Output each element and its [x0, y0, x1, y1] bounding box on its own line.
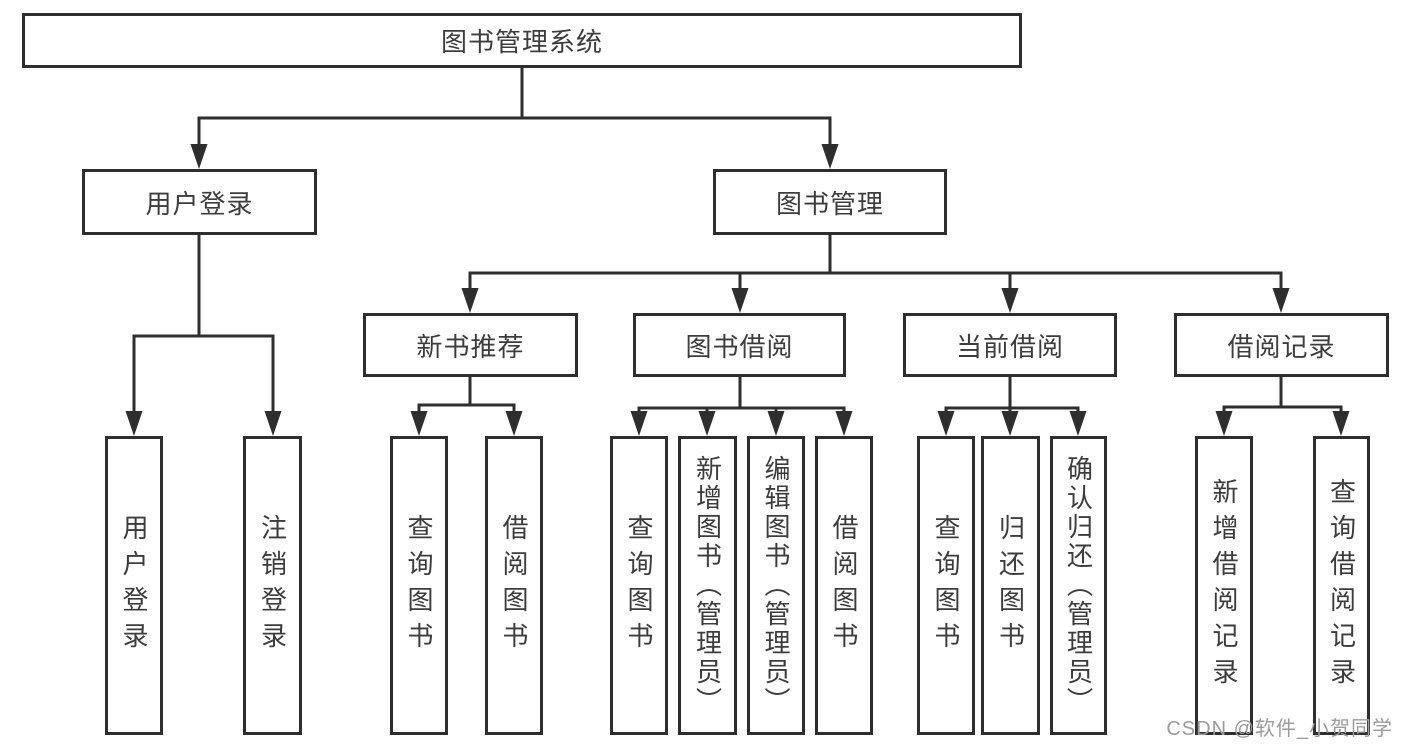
node-label: 用户登录 — [145, 188, 254, 219]
node-book-management: 图书管理 — [713, 169, 947, 235]
connector-user-login — [125, 235, 282, 436]
node-label: 图书管理 — [775, 188, 884, 219]
node-user-login: 用户登录 — [82, 169, 317, 235]
connector-new-book-recommend — [410, 377, 523, 436]
node-label: 确认归还（管理员） — [1063, 455, 1094, 716]
leaf-add-borrow-record: 新增借阅记录 — [1195, 436, 1253, 735]
leaf-return-book: 归还图书 — [981, 436, 1040, 735]
connector-current-borrow — [937, 377, 1087, 436]
node-root-label: 图书管理系统 — [440, 27, 603, 57]
connector-root — [190, 68, 839, 169]
node-label: 借阅图书 — [829, 513, 859, 658]
leaf-logout: 注销登录 — [243, 436, 302, 735]
node-label: 新增借阅记录 — [1209, 477, 1239, 694]
leaf-add-book-admin: 新增图书（管理员） — [678, 436, 737, 735]
node-current-borrow: 当前借阅 — [903, 313, 1117, 377]
node-label: 查询图书 — [624, 513, 654, 658]
node-label: 借阅图书 — [499, 513, 529, 658]
node-label: 编辑图书（管理员） — [761, 455, 791, 716]
leaf-query-books-recommend: 查询图书 — [390, 436, 448, 735]
csdn-watermark: CSDN @软件_小贺同学 — [1166, 718, 1393, 740]
leaf-user-login: 用户登录 — [105, 436, 163, 735]
node-label: 借阅记录 — [1227, 331, 1336, 362]
leaf-query-books-borrow: 查询图书 — [610, 436, 668, 735]
node-borrow-records: 借阅记录 — [1174, 313, 1389, 377]
node-label: 归还图书 — [995, 513, 1026, 658]
node-label: 查询图书 — [404, 513, 434, 658]
node-label: 图书借阅 — [685, 331, 794, 362]
node-label: 查询借阅记录 — [1326, 477, 1357, 694]
node-label: 注销登录 — [257, 513, 288, 658]
connector-book-borrow — [630, 377, 853, 436]
node-book-borrow: 图书借阅 — [633, 313, 846, 377]
node-label: 当前借阅 — [955, 331, 1064, 362]
leaf-confirm-return-admin: 确认归还（管理员） — [1050, 436, 1107, 735]
node-label: 新增图书（管理员） — [692, 455, 723, 716]
node-label: 新书推荐 — [416, 331, 525, 362]
leaf-borrow-books: 借阅图书 — [815, 436, 873, 735]
connector-book-management — [461, 233, 1290, 313]
node-label: 查询图书 — [931, 513, 961, 658]
node-root: 图书管理系统 — [22, 13, 1022, 68]
leaf-edit-book-admin: 编辑图书（管理员） — [747, 436, 805, 735]
node-label: 用户登录 — [119, 513, 149, 658]
leaf-query-books-current: 查询图书 — [917, 436, 975, 735]
leaf-query-borrow-record: 查询借阅记录 — [1313, 436, 1370, 735]
connector-borrow-records — [1215, 377, 1350, 436]
leaf-borrow-books-recommend: 借阅图书 — [485, 436, 543, 735]
node-new-book-recommend: 新书推荐 — [363, 313, 578, 377]
